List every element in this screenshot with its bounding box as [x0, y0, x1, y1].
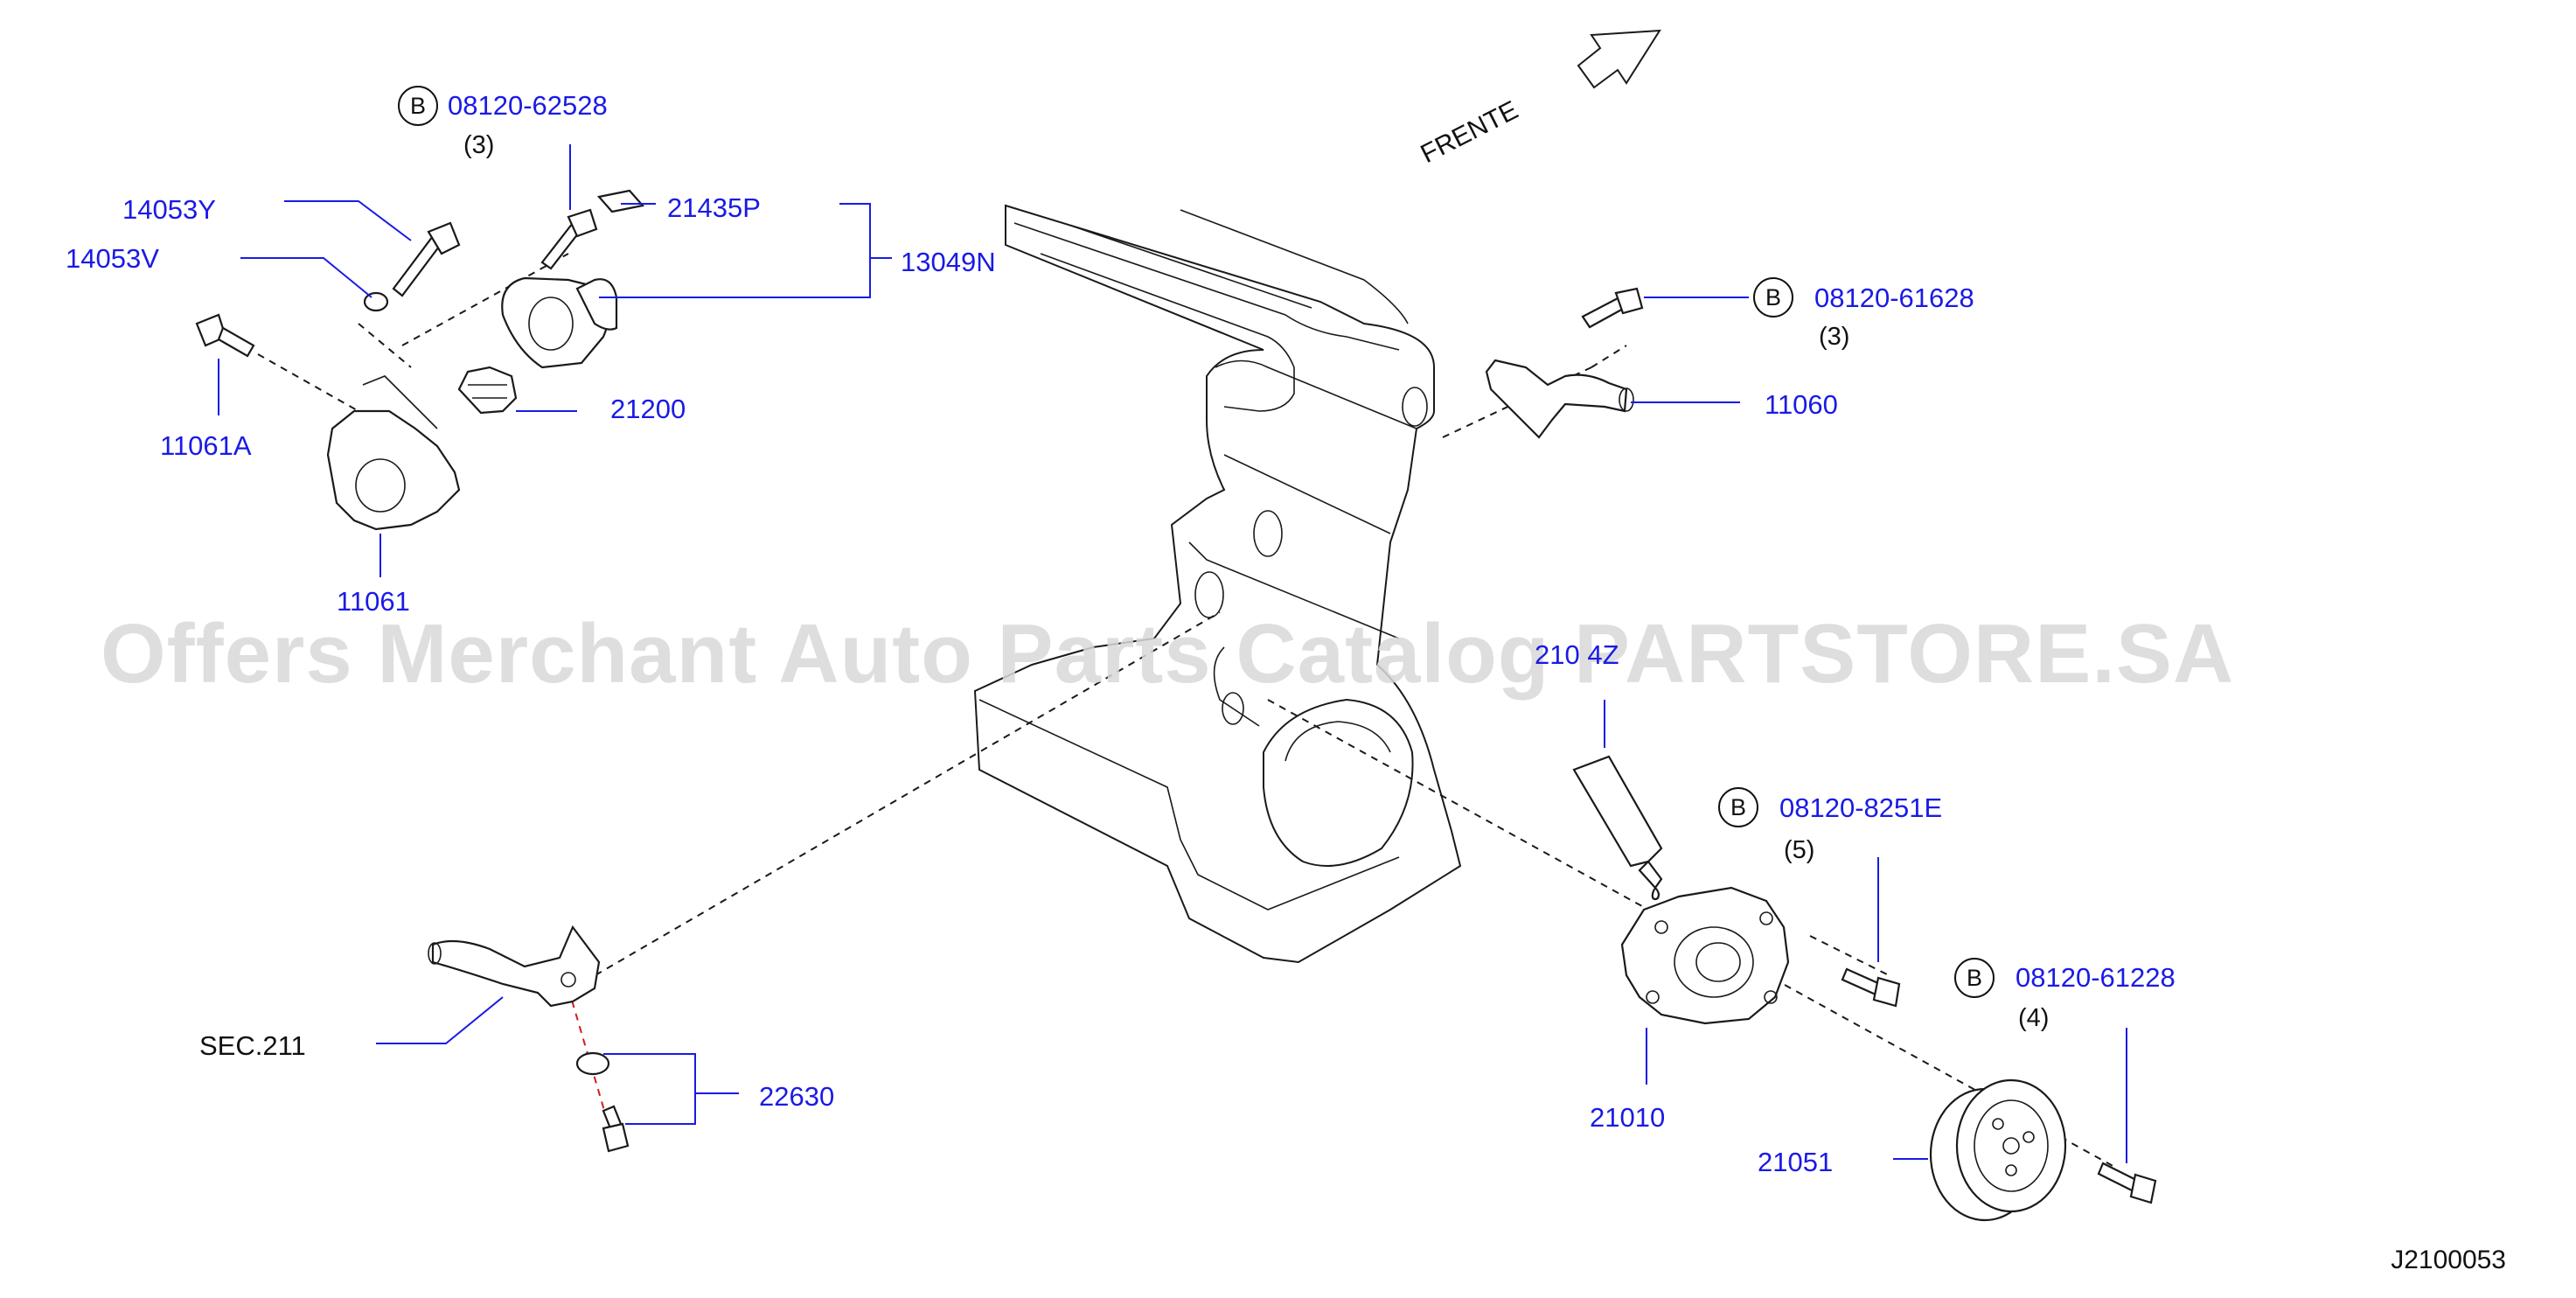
- bolt-08120-61628-drawing: [1581, 287, 1644, 329]
- alignment-lines: [257, 253, 2117, 1169]
- part-label-21051[interactable]: 21051: [1758, 1147, 1834, 1177]
- bolt-08120-61228-drawing: [2097, 1162, 2157, 1204]
- bolt-11061A-drawing: [195, 313, 255, 358]
- diagram-code: J2100053: [2391, 1246, 2506, 1274]
- gasket-21435P-drawing: [596, 189, 645, 213]
- leader-lines: [218, 144, 2127, 1163]
- qty-label-08120-62528: (3): [463, 131, 495, 159]
- thermostat-21200-drawing: [457, 366, 518, 415]
- front-arrow: [1577, 29, 1661, 89]
- part-label-22630[interactable]: 22630: [759, 1081, 835, 1112]
- part-label-21435P[interactable]: 21435P: [667, 192, 761, 223]
- bolt-marker-8251E: B: [1718, 787, 1758, 827]
- part-label-11061[interactable]: 11061: [337, 586, 410, 617]
- sealant-21014Z-drawing: [1572, 755, 1663, 901]
- part-label-21014Z[interactable]: 210 4Z: [1535, 639, 1619, 670]
- engine-block: [973, 204, 1462, 964]
- part-label-08120-62528[interactable]: 08120-62528: [448, 90, 608, 121]
- sensor-22630-drawing: [602, 1105, 630, 1153]
- pulley-21051-drawing: [1929, 1078, 2067, 1222]
- part-label-14053V[interactable]: 14053V: [66, 243, 159, 274]
- qty-label-08120-61628: (3): [1819, 323, 1850, 351]
- part-label-08120-61228[interactable]: 08120-61228: [2016, 962, 2176, 993]
- qty-label-08120-8251E: (5): [1784, 836, 1815, 864]
- bolt-08120-8251E-drawing: [1841, 967, 1901, 1008]
- water-outlet-11061-drawing: [326, 375, 461, 531]
- water-inlet-11060-drawing: [1485, 359, 1634, 439]
- part-label-13049N[interactable]: 13049N: [901, 247, 996, 277]
- part-label-14053Y[interactable]: 14053Y: [122, 194, 216, 225]
- bolt-14053Y-drawing: [392, 221, 461, 297]
- water-pipe-sec211-drawing: [428, 925, 601, 1008]
- water-pump-21010-drawing: [1620, 886, 1790, 1025]
- thermostat-housing-13049N-drawing: [501, 276, 618, 369]
- part-label-08120-61628[interactable]: 08120-61628: [1814, 283, 1974, 313]
- qty-label-08120-61228: (4): [2018, 1004, 2050, 1032]
- washer-22630-drawing: [575, 1051, 610, 1076]
- part-label-11061A[interactable]: 11061A: [160, 430, 252, 461]
- bolt-marker-61228: B: [1954, 958, 1995, 998]
- part-label-08120-8251E[interactable]: 08120-8251E: [1779, 792, 1943, 823]
- part-label-21010[interactable]: 21010: [1590, 1102, 1666, 1133]
- part-label-21200[interactable]: 21200: [610, 394, 686, 424]
- bolt-marker-61628: B: [1753, 277, 1793, 318]
- section-reference-sec211[interactable]: SEC.211: [199, 1030, 306, 1061]
- bolt-08120-62528-drawing: [540, 208, 598, 270]
- bolt-marker-62528: B: [398, 86, 438, 126]
- washer-14053V-drawing: [363, 291, 389, 312]
- watermark: Offers Merchant Auto Parts Catalog PARTS…: [101, 607, 2235, 701]
- part-label-11060[interactable]: 11060: [1765, 389, 1838, 420]
